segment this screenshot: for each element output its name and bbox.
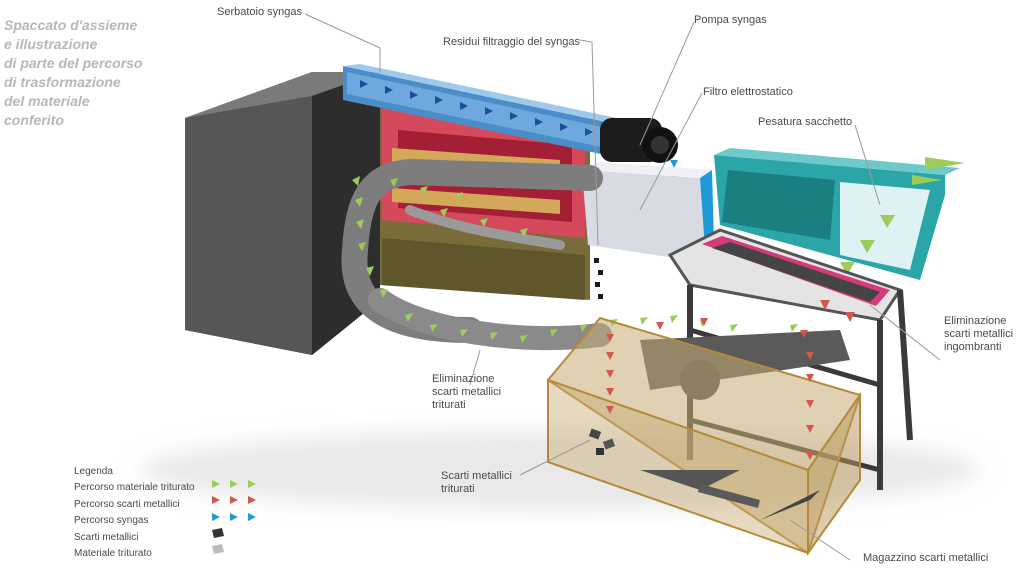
leader-lines [304,13,941,561]
label-syngas-tank: Serbatoio syngas [217,6,302,18]
legend-symbol-crushed-material [212,544,224,554]
legend-item-syngas-path: Percorso syngas [74,515,149,527]
legend-symbol-scrap-path [212,496,256,504]
weighing-hopper [714,148,960,280]
legend-item-crushed-material: Materiale triturato [74,547,152,559]
legend-item-crushed-path: Percorso materiale triturato [74,482,195,494]
housing-block [185,72,380,355]
label-crushed-metal-scrap: Scarti metallici triturati [441,470,512,495]
diagram-title: Spaccato d'assieme e illustrazione di pa… [4,17,143,128]
label-scrap-storage: Magazzino scarti metallici [863,552,989,564]
syngas-tank-flow [360,80,593,136]
label-syngas-pump: Pompa syngas [694,14,767,26]
syngas-tank [343,64,636,158]
label-filter-residue: Residui filtraggio del syngas [443,36,580,48]
lower-conveyor [368,288,612,351]
label-electrostatic-filter: Filtro elettrostatico [703,86,793,98]
hopper-flow [840,157,965,275]
metal-scrap-bin [546,316,862,557]
label-crushed-metal-removal: Eliminazione scarti metallici triturati [432,373,502,411]
metal-scrap-path [606,300,855,460]
legend-symbol-syngas-path [212,513,256,521]
label-bulky-metal-removal: Eliminazione scarti metallici ingombrant… [944,315,1014,353]
label-bag-weighing: Pesatura sacchetto [758,116,853,128]
inner-crusher [405,205,565,250]
filter-residue-path [594,258,603,299]
electrostatic-filter [582,162,714,258]
legend-heading: Legenda [74,466,113,477]
legend-symbol-crushed-path [212,480,256,488]
legend-symbol-metal-scrap [212,528,224,538]
legend-item-metal-scrap: Scarti metallici [74,531,139,543]
legend-item-scrap-path: Percorso scarti metallici [74,498,180,510]
syngas-pump [600,118,678,163]
crushed-material-path [352,176,798,343]
legend-symbols [212,480,256,554]
legend: Legenda Percorso materiale triturato Per… [74,464,195,562]
